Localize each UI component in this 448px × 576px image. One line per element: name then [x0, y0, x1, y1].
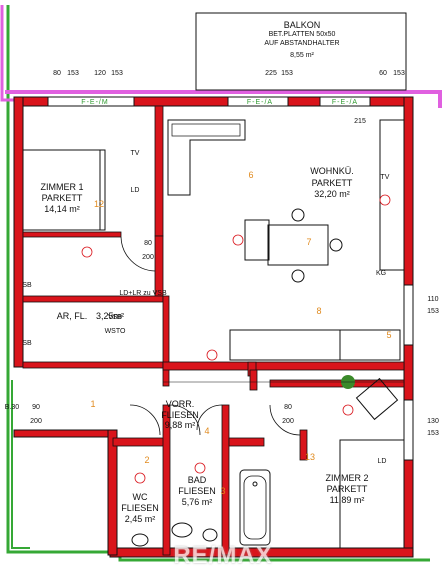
- window-label-3: F-E-/A: [331, 99, 359, 106]
- marker-8: 8: [316, 306, 322, 316]
- dim-window-top-3: 153: [111, 70, 123, 77]
- marker-4: 4: [204, 426, 210, 436]
- zimmer-2-name: ZIMMER 2: [325, 473, 369, 483]
- window-label-1: F-E-/M: [81, 99, 109, 106]
- zimmer-2-floor: PARKETT: [326, 484, 368, 494]
- zimmer-1-floor: PARKETT: [41, 193, 83, 203]
- tv-label-1: TV: [130, 150, 140, 157]
- dim-right-3: 153: [427, 430, 439, 437]
- balcony-title: BALKON: [283, 20, 321, 30]
- watermark-logo: RE/MAX: [173, 542, 273, 569]
- wsto-label: WSTO: [104, 328, 126, 335]
- magenta-border-top: [5, 90, 442, 108]
- vorr-name: VORR.: [165, 399, 195, 409]
- dining-table: [267, 224, 329, 266]
- dim-right-1: 153: [427, 308, 439, 315]
- sofa: [167, 119, 246, 196]
- balcony-area: 8,55 m²: [290, 52, 314, 59]
- windows: [47, 96, 414, 461]
- armchair: [244, 219, 270, 261]
- dim-door-80-b: 80: [284, 404, 292, 411]
- dim-window-top-1: 153: [67, 70, 79, 77]
- door-arcs: [120, 236, 301, 436]
- wc-floor: FLIESEN: [121, 503, 159, 513]
- dim-right-2: 130: [427, 418, 439, 425]
- bad-area: 5,76 m²: [181, 497, 213, 507]
- dim-door-200-b: 200: [282, 418, 294, 425]
- vsb-label: VSB: [107, 314, 122, 321]
- marker-6: 6: [248, 170, 254, 180]
- wohnku-num: 7: [306, 237, 312, 247]
- bad-num: 3: [220, 486, 226, 496]
- wohnku-floor: PARKETT: [311, 178, 353, 188]
- marker-2: 2: [144, 455, 150, 465]
- bed-zimmer-2: [339, 439, 405, 549]
- sb-label-2: SB: [22, 340, 32, 347]
- dim-door-200-a: 200: [142, 254, 154, 261]
- zimmer-1-num: 12: [93, 199, 104, 209]
- bad-name: BAD: [187, 475, 207, 485]
- dim-window-top-4: 225: [265, 70, 277, 77]
- dim-window-top-0: 80: [53, 70, 61, 77]
- kg-label: KG: [375, 270, 387, 277]
- zimmer-2-num: 13: [304, 452, 315, 462]
- bathtub: [239, 469, 271, 546]
- dim-window-top-2: 120: [94, 70, 106, 77]
- balcony-outline: [195, 12, 407, 91]
- bad-floor: FLIESEN: [178, 486, 216, 496]
- ar-name: AR, FL.: [56, 311, 88, 321]
- wohnku-area: 32,20 m²: [314, 189, 350, 199]
- wc-area: 2,45 m²: [124, 514, 156, 524]
- ld-label-1: LD: [130, 187, 140, 194]
- dim-window-top-6: 60: [379, 70, 387, 77]
- ar-area: 3,25m²: [95, 311, 124, 321]
- sb-label-1: SB: [22, 282, 32, 289]
- magenta-border: [0, 5, 20, 102]
- zimmer-2-area: 11,89 m²: [329, 495, 365, 505]
- dim-small-215: 215: [354, 118, 366, 125]
- kitchen-counter: [379, 119, 405, 271]
- terrace-outline-inner: [11, 380, 30, 549]
- vorr-area: 9,88 m²: [164, 420, 196, 430]
- armchair-zimmer-2: [355, 377, 399, 421]
- zimmer-1-area: 14,14 m²: [44, 204, 80, 214]
- dim-right-0: 110: [427, 296, 439, 303]
- dim-door-200-c: 200: [30, 418, 42, 425]
- bath-sink: [171, 522, 193, 538]
- dim-window-top-5: 153: [281, 70, 293, 77]
- toilet: [131, 533, 149, 547]
- zimmer-1-name: ZIMMER 1: [40, 182, 84, 192]
- dim-door-90: 90: [32, 404, 40, 411]
- dim-window-top-7: 153: [393, 70, 405, 77]
- ldlr-label: LD+LR zu VSB: [119, 290, 167, 297]
- balcony-line2: AUF ABSTANDHALTER: [264, 40, 340, 47]
- bed-zimmer-1: [22, 149, 106, 231]
- dim-door-80-a: 80: [144, 240, 152, 247]
- marker-1: 1: [90, 399, 96, 409]
- ld-label-2: LD: [377, 458, 387, 465]
- marker-5: 5: [386, 330, 392, 340]
- window-label-2: F-E-/A: [246, 99, 274, 106]
- dim-bar: B.30: [4, 404, 20, 411]
- wc-name: WC: [132, 492, 148, 502]
- wohnku-name: WOHNKÜ.: [310, 166, 354, 176]
- interior-walls: [22, 105, 405, 556]
- vorr-floor: FLIESEN: [161, 410, 199, 420]
- balcony-line1: BET.PLATTEN 50x50: [268, 31, 336, 38]
- tv-label-2: TV: [380, 174, 390, 181]
- outlet-markers: [81, 194, 391, 484]
